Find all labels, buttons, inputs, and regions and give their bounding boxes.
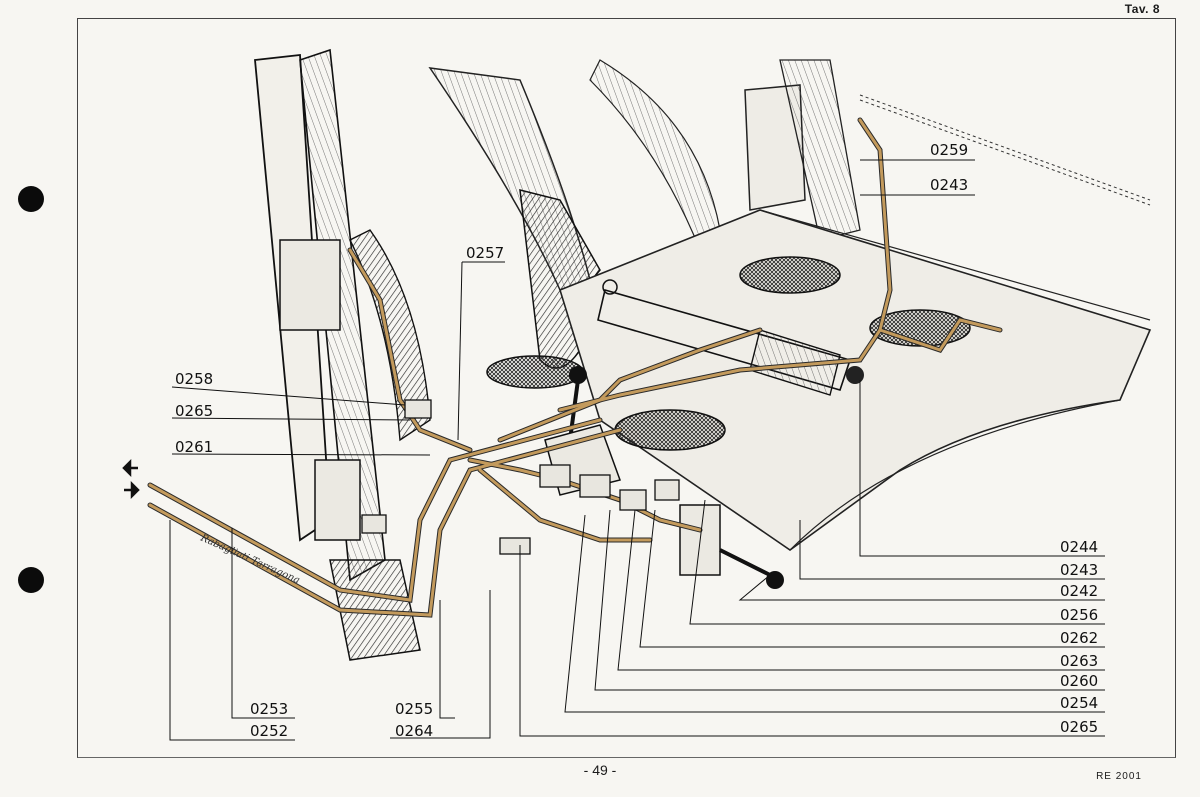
callout-0254: 0254 [1060,694,1098,712]
page-frame [77,18,1176,758]
callout-0256: 0256 [1060,606,1098,624]
callout-0244: 0244 [1060,538,1098,556]
callout-0260: 0260 [1060,672,1098,690]
hydraulic-pipes [147,117,1003,618]
callout-0265-bottom: 0265 [1060,718,1098,736]
callout-0258: 0258 [175,370,213,388]
document-reference: RE 2001 [1096,771,1142,782]
callout-0264: 0264 [395,722,433,740]
page-number: - 49 - [583,762,617,778]
valve-fittings [361,399,680,555]
binder-hole-bottom [18,567,44,593]
callout-0263: 0263 [1060,652,1098,670]
part-callouts: 0259 0243 0257 0258 0265 0261 0244 0243 … [175,141,1098,740]
callout-0243-right: 0243 [1060,561,1098,579]
callout-0257: 0257 [466,244,504,262]
callout-0243-top: 0243 [930,176,968,194]
leader-lines [169,159,1105,741]
callout-0255: 0255 [395,700,433,718]
callout-0259: 0259 [930,141,968,159]
plate-number: Tav. 8 [1124,2,1160,16]
callout-0261: 0261 [175,438,213,456]
flow-arrow-icon [122,458,140,500]
callout-0253: 0253 [250,700,288,718]
callout-0242: 0242 [1060,582,1098,600]
callout-0262: 0262 [1060,629,1098,647]
callout-0265-left: 0265 [175,402,213,420]
callout-0252: 0252 [250,722,288,740]
binder-hole-top [18,186,44,212]
